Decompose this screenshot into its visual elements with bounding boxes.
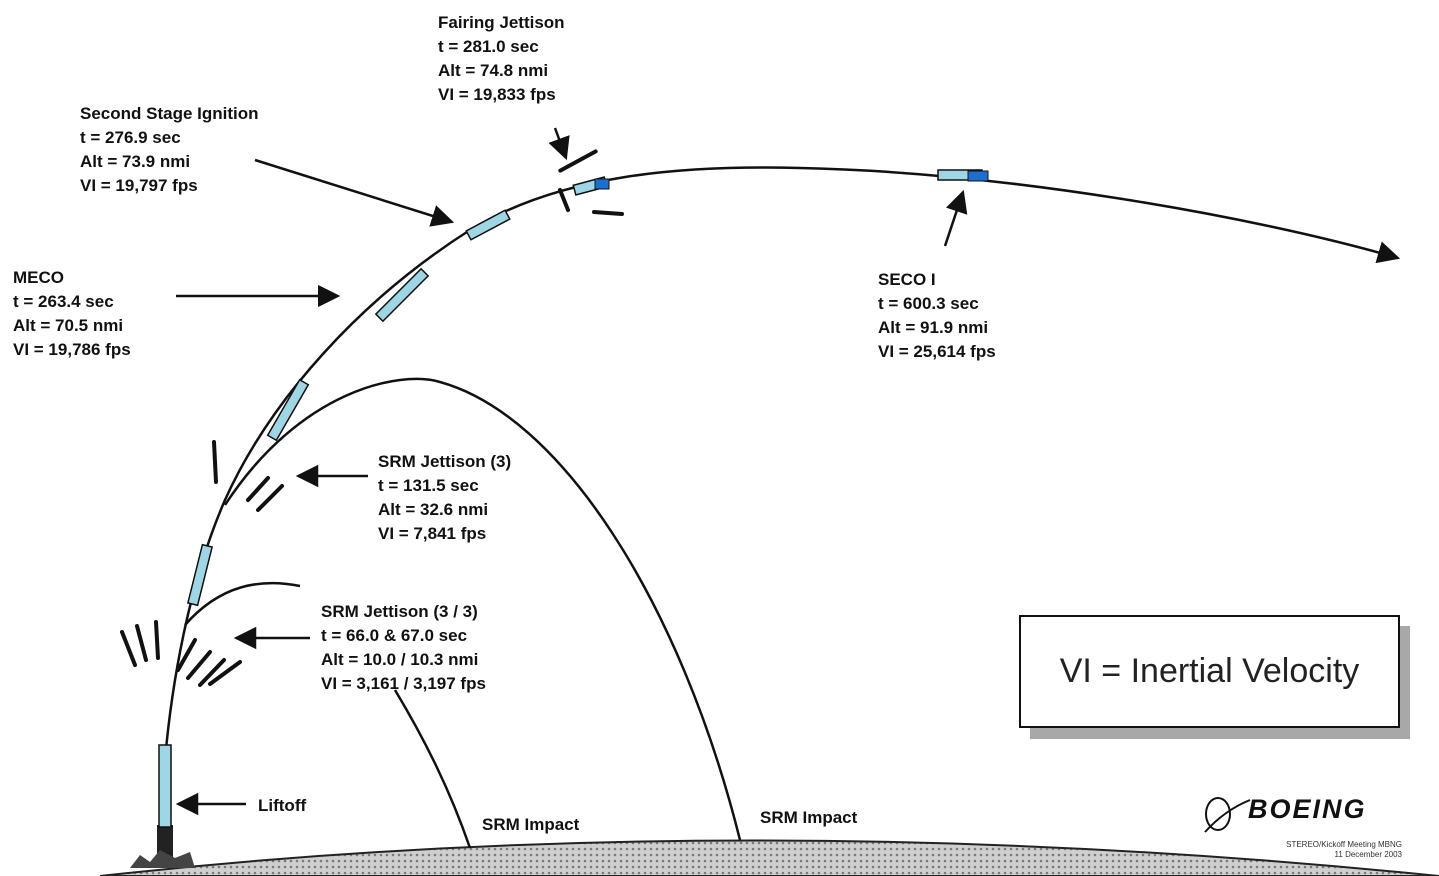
boeing-logo-text: BOEING	[1248, 794, 1367, 824]
legend-box: VI = Inertial Velocity	[1019, 615, 1400, 728]
label-seco: SECO I t = 600.3 sec Alt = 91.9 nmi VI =…	[878, 270, 996, 361]
srm-impact-arc-large	[223, 377, 742, 841]
label-srm-impact-1: SRM Impact	[482, 815, 580, 834]
label-srm-jettison-3: SRM Jettison (3) t = 131.5 sec Alt = 32.…	[378, 452, 512, 543]
launch-debris	[130, 850, 195, 868]
srm-impact-line-small	[393, 689, 472, 849]
upper-stage-2	[967, 170, 989, 182]
srm-impact-arc-small	[184, 581, 301, 626]
boeing-logo-mark	[1204, 797, 1251, 833]
label-second-stage-ignition: Second Stage Ignition t = 276.9 sec Alt …	[80, 104, 259, 195]
footer-line-1: STEREO/Kickoff Meeting MBNG	[1286, 840, 1402, 849]
footer-line-2: 11 December 2003	[1334, 850, 1402, 859]
label-srm-jettison-3-3: SRM Jettison (3 / 3) t = 66.0 & 67.0 sec…	[321, 602, 486, 693]
footer-note: STEREO/Kickoff Meeting MBNG 11 December …	[1230, 840, 1402, 860]
rocket-segments	[186, 169, 983, 607]
pointer-arrows	[175, 127, 968, 816]
rocket-on-pad	[158, 744, 172, 828]
srm-debris	[120, 149, 624, 687]
legend-text: VI = Inertial Velocity	[1059, 652, 1360, 690]
label-meco: MECO t = 263.4 sec Alt = 70.5 nmi VI = 1…	[13, 268, 131, 359]
label-liftoff: Liftoff	[258, 796, 307, 815]
upper-stage-1	[594, 178, 610, 190]
label-fairing-jettison: Fairing Jettison t = 281.0 sec Alt = 74.…	[438, 13, 565, 104]
earth-ground	[99, 839, 1439, 876]
label-srm-impact-2: SRM Impact	[760, 808, 858, 827]
